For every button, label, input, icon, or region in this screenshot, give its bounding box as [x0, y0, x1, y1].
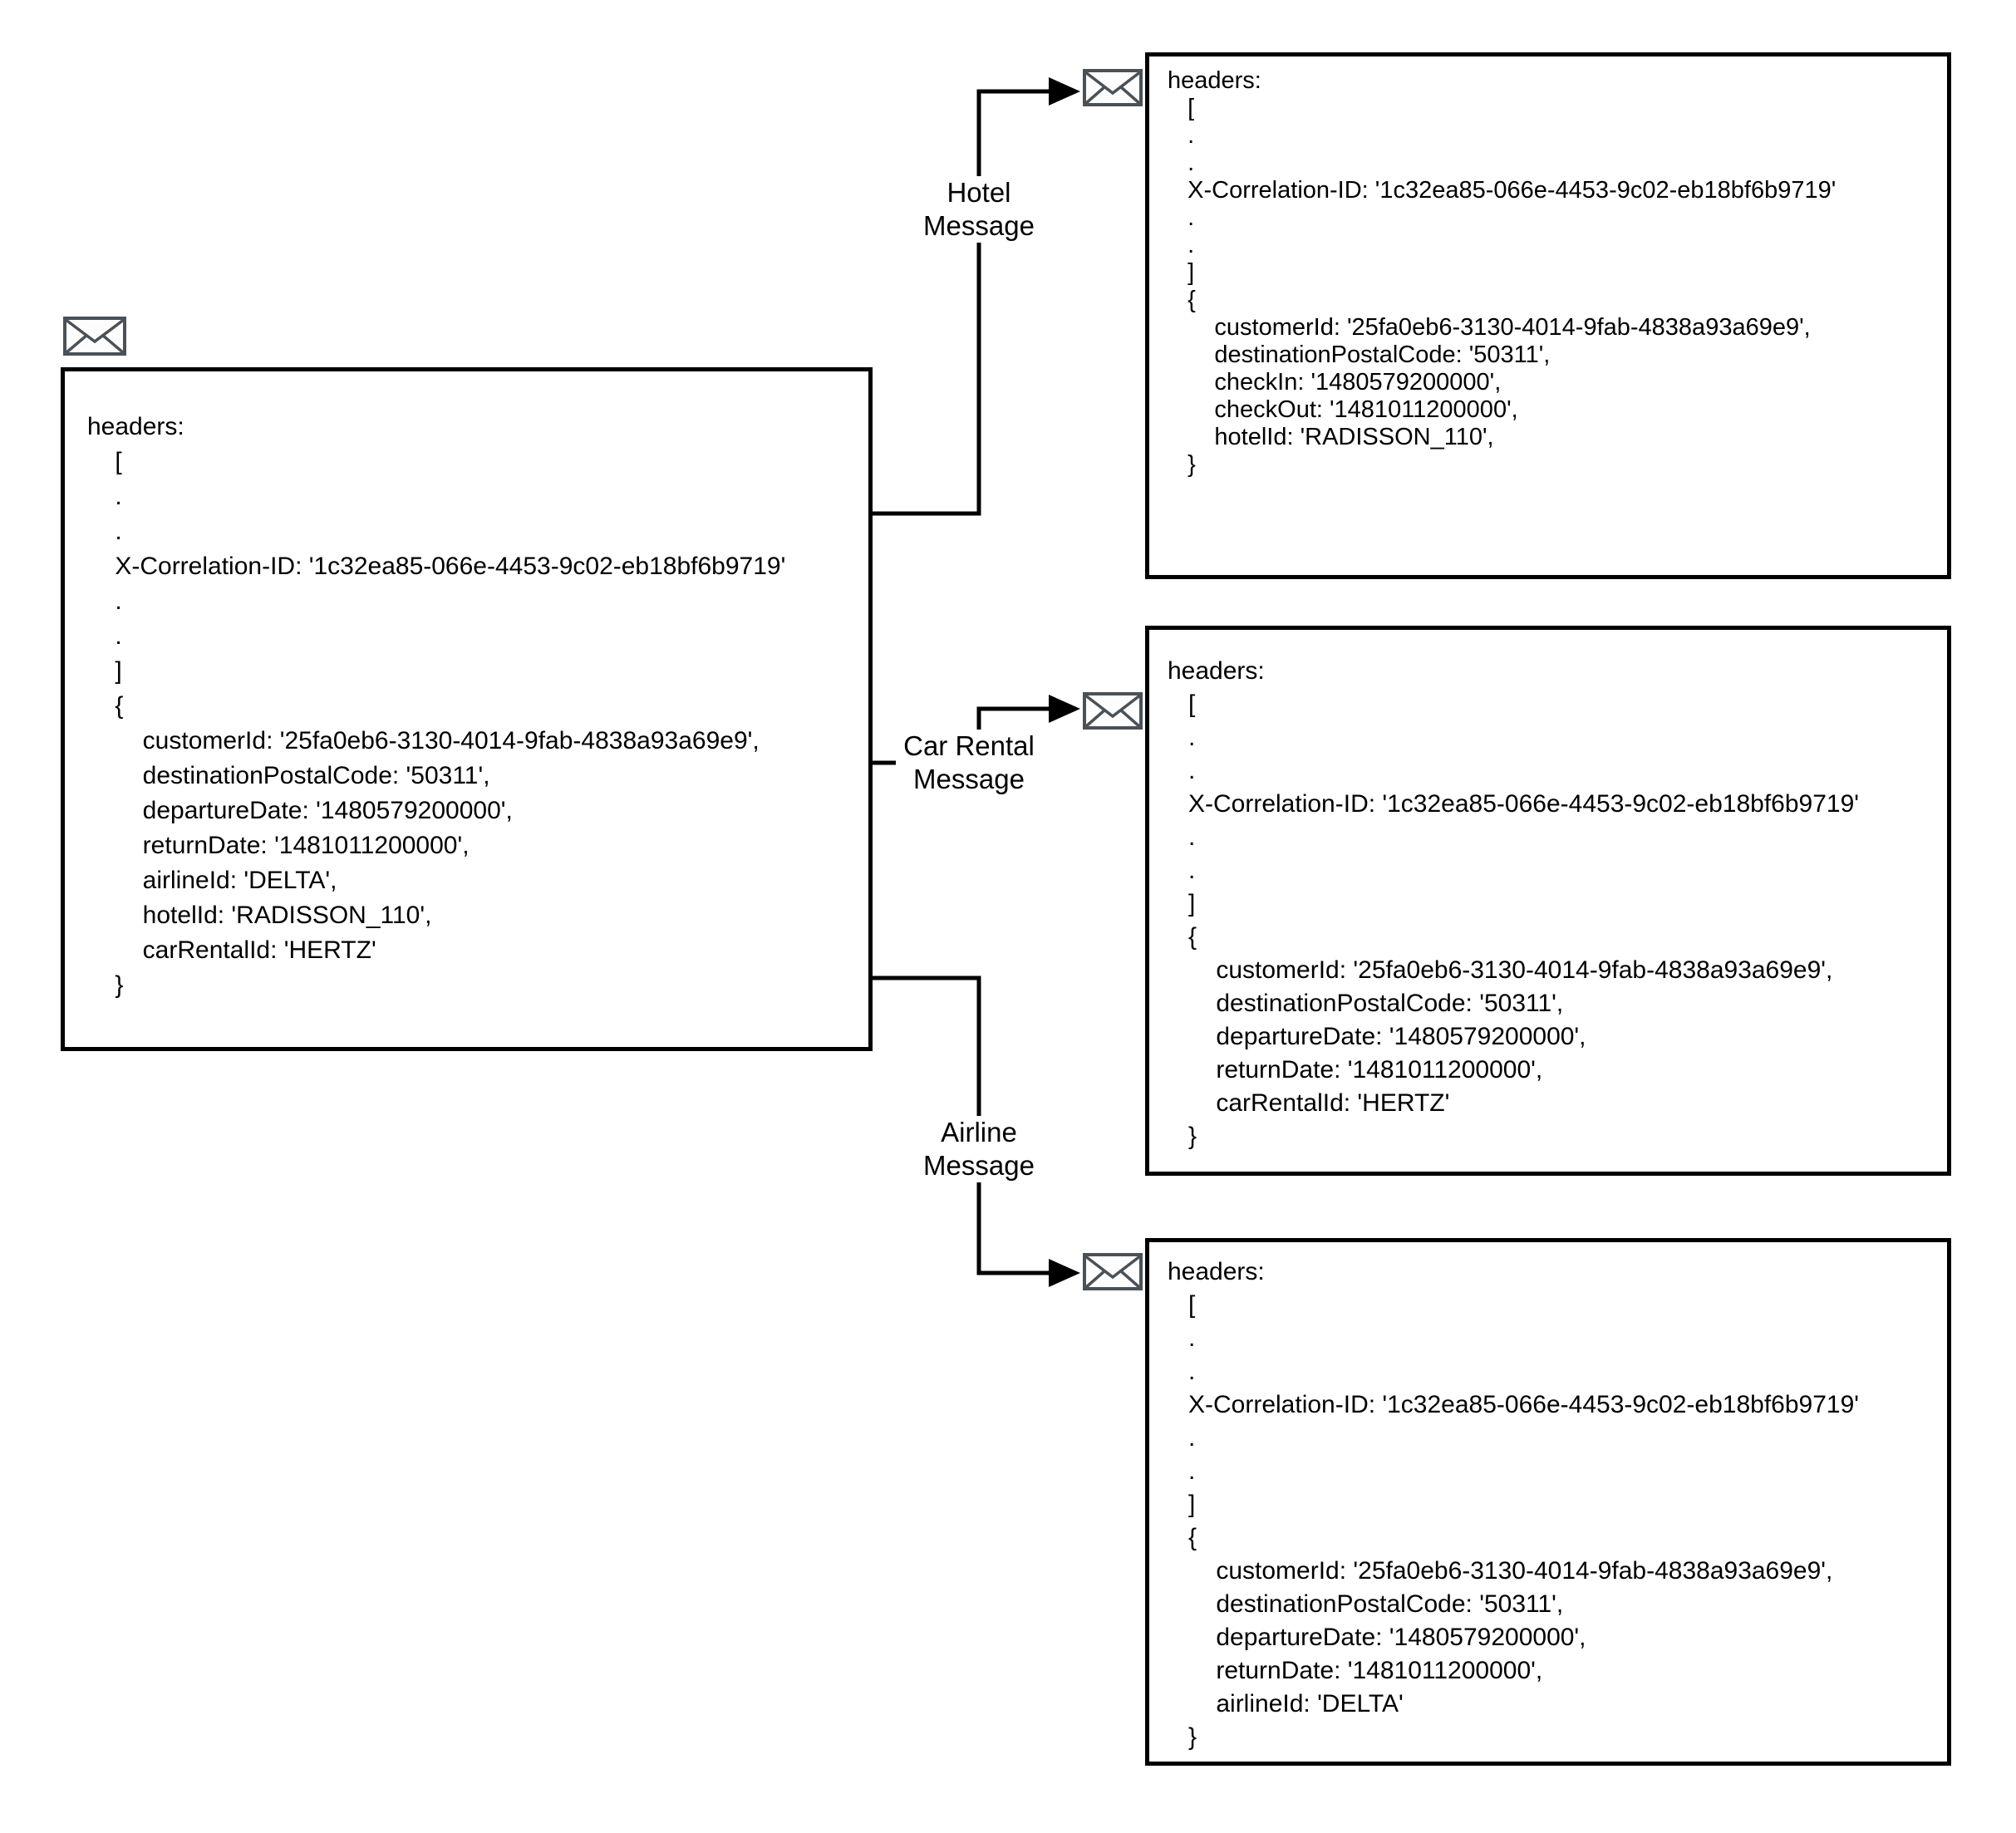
envelope-icon — [1083, 1253, 1143, 1290]
hotel-message-content: headers: [ . . X-Correlation-ID: '1c32ea… — [1168, 67, 1837, 478]
edge-label-car-rental-message: Car Rental Message — [896, 730, 1042, 796]
edge-label-hotel-message: Hotel Message — [896, 176, 1062, 243]
envelope-icon — [63, 317, 126, 356]
airline-message-box: headers: [ . . X-Correlation-ID: '1c32ea… — [1145, 1238, 1951, 1766]
hotel-message-box: headers: [ . . X-Correlation-ID: '1c32ea… — [1145, 52, 1951, 579]
airline-message-content: headers: [ . . X-Correlation-ID: '1c32ea… — [1168, 1258, 1860, 1751]
car-rental-message-content: headers: [ . . X-Correlation-ID: '1c32ea… — [1168, 657, 1860, 1150]
arrowhead-car-rental-icon — [1049, 695, 1080, 723]
envelope-icon — [1083, 69, 1143, 106]
arrowhead-airline-icon — [1049, 1259, 1080, 1287]
edge-hotel-message — [871, 89, 1050, 516]
arrowhead-hotel-icon — [1049, 77, 1080, 106]
envelope-icon — [1083, 692, 1143, 730]
car-rental-message-box: headers: [ . . X-Correlation-ID: '1c32ea… — [1145, 626, 1951, 1176]
edge-label-airline-message: Airline Message — [896, 1116, 1062, 1182]
source-message-content: headers: [ . . X-Correlation-ID: '1c32ea… — [87, 413, 786, 999]
source-message-box: headers: [ . . X-Correlation-ID: '1c32ea… — [61, 367, 873, 1051]
